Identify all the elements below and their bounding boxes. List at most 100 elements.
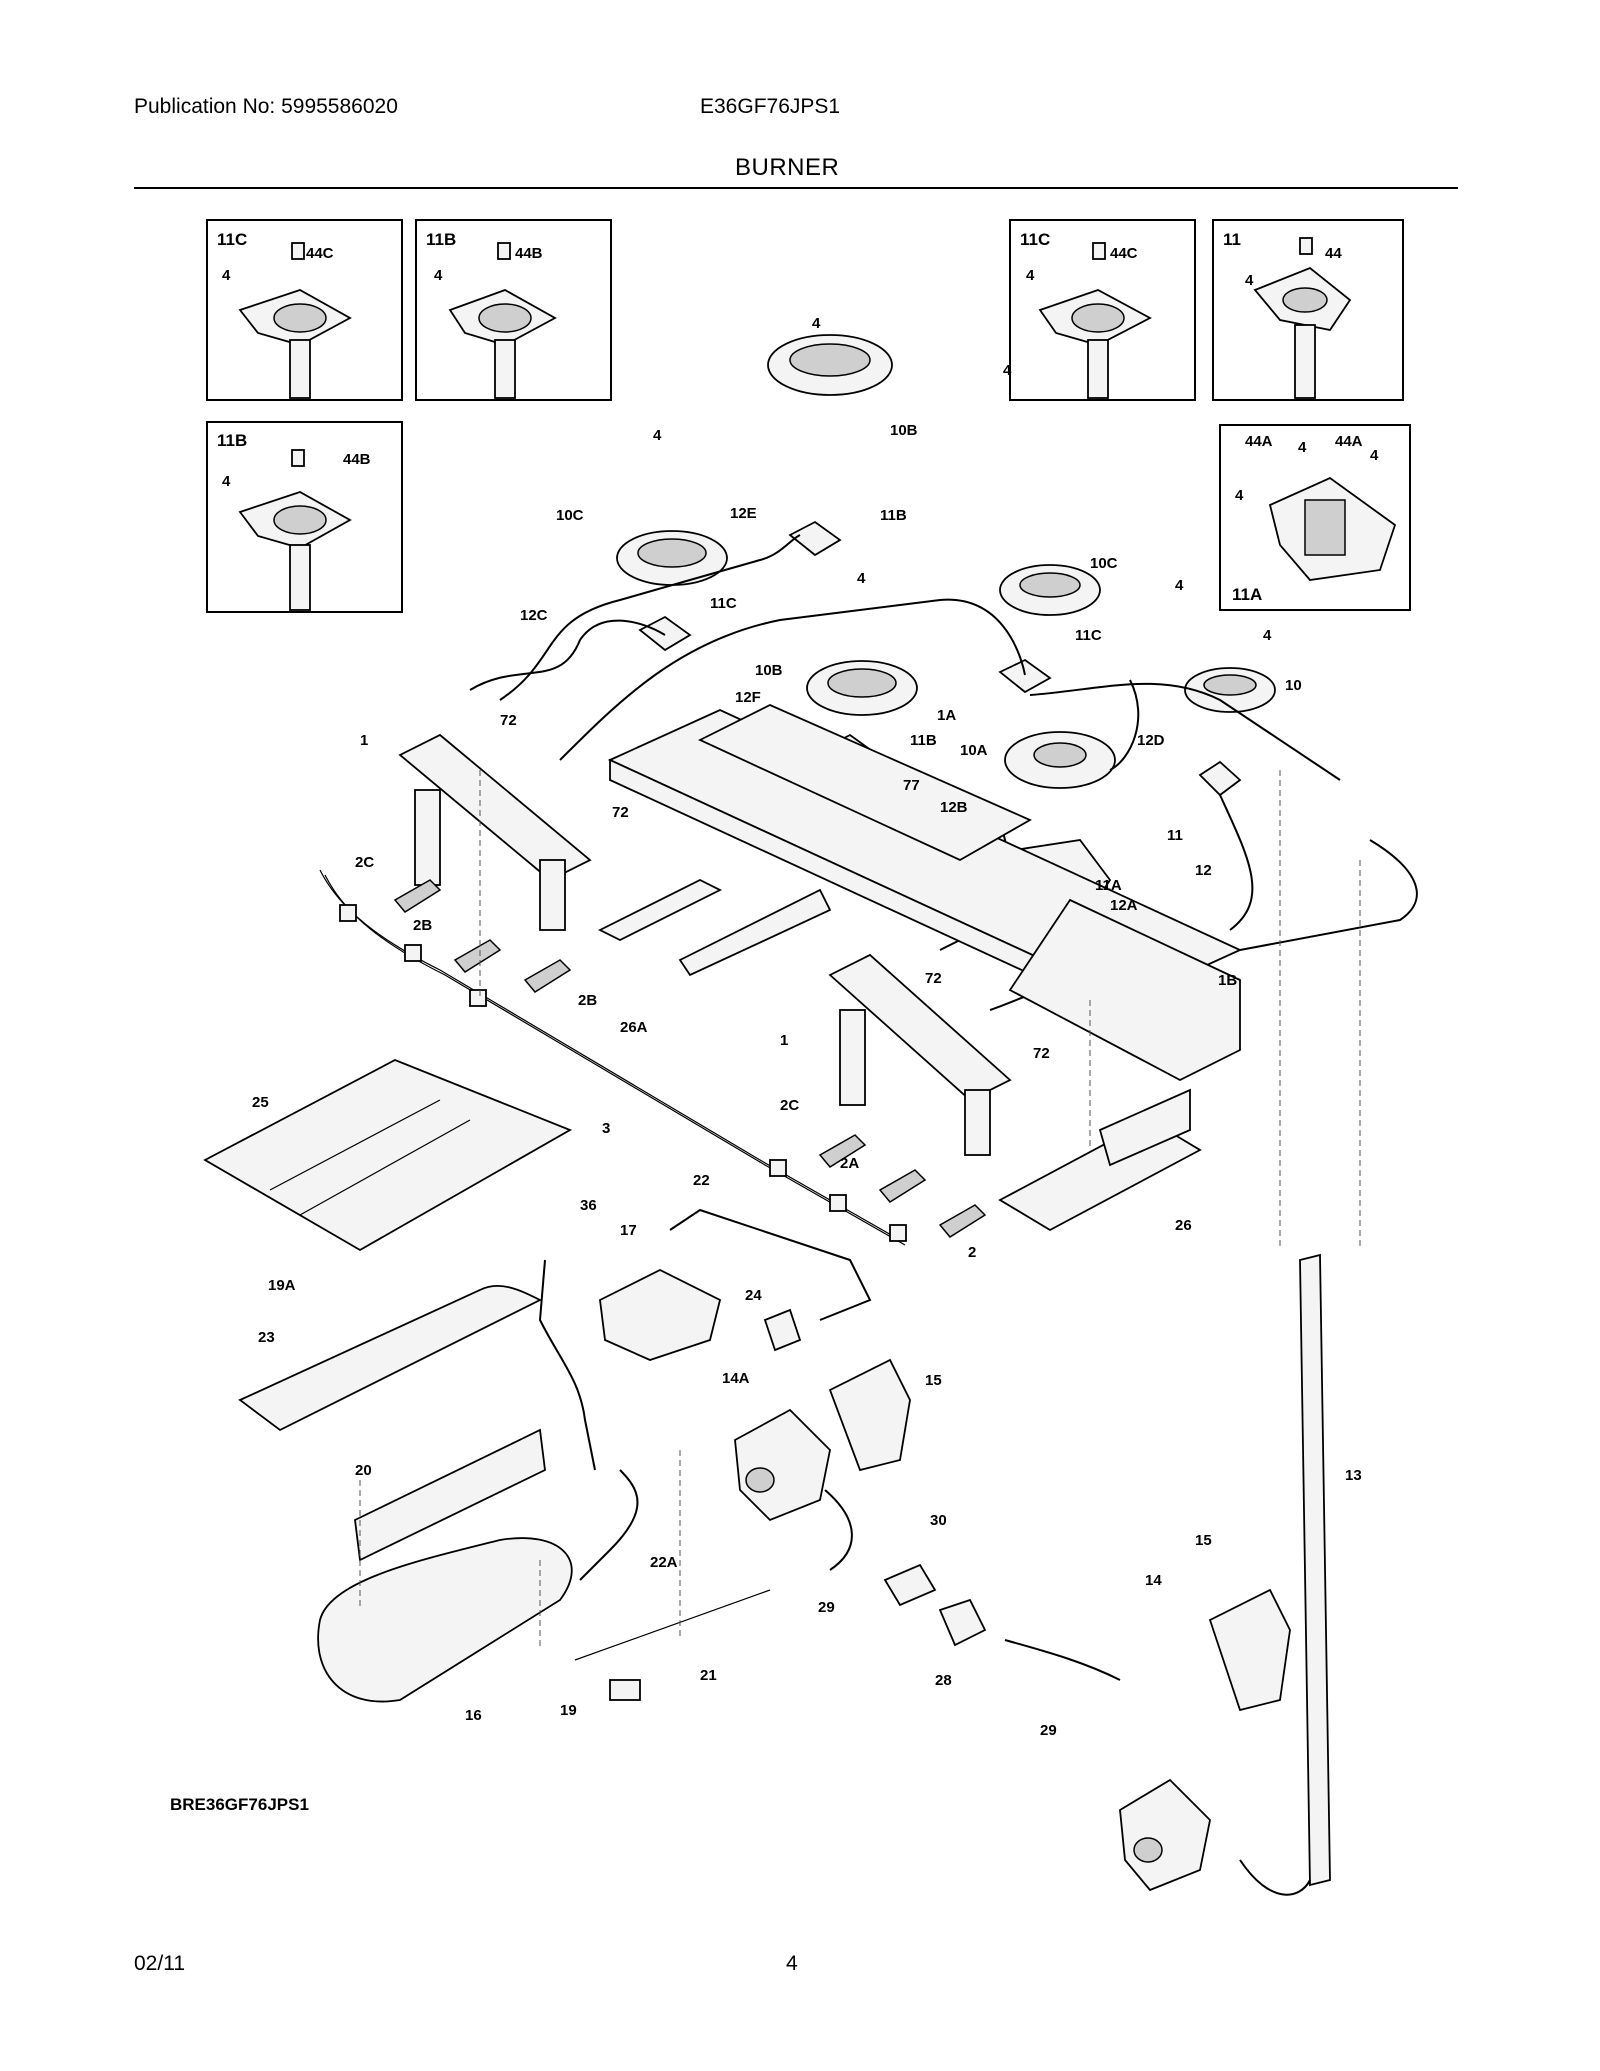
inset-label: 44B: [515, 245, 543, 262]
publication-date: 02/11: [134, 1952, 185, 1975]
inset-label: 44: [1325, 245, 1342, 262]
inset-label: 4: [222, 267, 231, 284]
callout: 1: [360, 732, 368, 749]
callout: 2C: [355, 854, 374, 871]
inset-title: 11B: [426, 230, 456, 249]
inset-title: 11C: [1020, 230, 1050, 249]
callout: 2B: [578, 992, 597, 1009]
callout: 29: [818, 1599, 835, 1616]
callout: 26: [1175, 1217, 1192, 1234]
callout: 10: [1285, 677, 1302, 694]
inset-box-2: 11B 44B 4: [415, 219, 612, 401]
inset-box-6: 44A 44A 4 4 4 11A: [1219, 424, 1411, 611]
callout: 72: [612, 804, 629, 821]
callout: 15: [925, 1372, 942, 1389]
wire-harness: [319, 869, 907, 1246]
inset-label: 4: [1298, 439, 1307, 456]
callout: 26A: [620, 1019, 648, 1036]
callout: 4: [857, 570, 866, 587]
callout: 22: [693, 1172, 710, 1189]
callout: 11A: [1095, 877, 1122, 894]
callout: 10C: [1090, 555, 1118, 572]
callout: 77: [903, 777, 920, 794]
callout: 72: [1033, 1045, 1050, 1062]
callout: 12D: [1137, 732, 1165, 749]
callout: 72: [500, 712, 517, 729]
valves: [393, 879, 987, 1238]
callout: 72: [925, 970, 942, 987]
section-title: BURNER: [735, 154, 840, 181]
oven-parts: [238, 1208, 872, 1703]
inset-label: 44C: [1110, 245, 1138, 262]
callout: 2: [968, 1244, 976, 1261]
inset-label: 4: [434, 267, 443, 284]
callout: 17: [620, 1222, 637, 1239]
callout: 14A: [722, 1370, 750, 1387]
inset-label: 44C: [306, 245, 334, 262]
callout: 4: [1263, 627, 1272, 644]
callout: 10C: [556, 507, 584, 524]
valve-brackets: [398, 733, 1012, 1156]
inset-title: 11A: [1232, 585, 1262, 604]
callout: 25: [252, 1094, 269, 1111]
callout: 11C: [1075, 627, 1102, 644]
callout: 1A: [937, 707, 956, 724]
callout: 15: [1195, 1532, 1212, 1549]
callout: 14: [1145, 1572, 1162, 1589]
callout: 10B: [755, 662, 783, 679]
callout: 10A: [960, 742, 988, 759]
callout: 1B: [1218, 972, 1237, 989]
callout: 12F: [735, 689, 761, 706]
callout: 10B: [890, 422, 918, 439]
callout: 2A: [840, 1155, 859, 1172]
callout: 12C: [520, 607, 548, 624]
callout: 12B: [940, 799, 968, 816]
callout: 21: [700, 1667, 717, 1684]
callout: 4: [653, 427, 662, 444]
callout: 36: [580, 1197, 597, 1214]
callout: 1: [780, 1032, 788, 1049]
inset-label: 4: [222, 473, 231, 490]
callout: 16: [465, 1707, 482, 1724]
callout: 4: [1003, 362, 1012, 379]
publication-number: Publication No: 5995586020: [134, 95, 398, 118]
inset-label: 4: [1370, 447, 1379, 464]
callout: 20: [355, 1462, 372, 1479]
inset-box-1: 11C 44C 4: [206, 219, 403, 401]
callout: 2B: [413, 917, 432, 934]
alignment-lines: [359, 770, 1361, 1650]
burner-box: [597, 704, 1243, 1232]
callout: 22A: [650, 1554, 678, 1571]
callout: 2C: [780, 1097, 799, 1114]
inset-title: 11: [1223, 230, 1241, 249]
callout-labels: 4 10B 4 10C 12E 11B 4 10C 12C 11C 4 11C …: [252, 315, 1362, 1739]
regulators-manifold: [734, 1253, 1331, 1896]
callout: 4: [812, 315, 821, 332]
callout: 12A: [1110, 897, 1138, 914]
inset-box-5: 11B 44B 4: [206, 421, 403, 613]
inset-label: 44A: [1245, 433, 1273, 450]
header-rule: [134, 187, 1458, 189]
callout: 12E: [730, 505, 757, 522]
callout: 11B: [880, 507, 907, 524]
inset-title: 11B: [217, 431, 247, 450]
callout: 30: [930, 1512, 947, 1529]
callout: 19: [560, 1702, 577, 1719]
callout: 11: [1167, 827, 1183, 844]
callout: 13: [1345, 1467, 1362, 1484]
callout: 12: [1195, 862, 1212, 879]
callout: 19A: [268, 1277, 296, 1294]
callout: 11B: [910, 732, 937, 749]
inset-label: 4: [1235, 487, 1244, 504]
inset-title: 11C: [217, 230, 247, 249]
callout: 29: [1040, 1722, 1057, 1739]
diagram-code: BRE36GF76JPS1: [170, 1795, 309, 1814]
callout: 23: [258, 1329, 275, 1346]
heat-shield: [203, 1059, 573, 1252]
inset-label: 44A: [1335, 433, 1363, 450]
inset-label: 4: [1245, 272, 1254, 289]
page-number: 4: [786, 1952, 798, 1975]
callout: 11C: [710, 595, 737, 612]
callout: 3: [602, 1120, 610, 1137]
